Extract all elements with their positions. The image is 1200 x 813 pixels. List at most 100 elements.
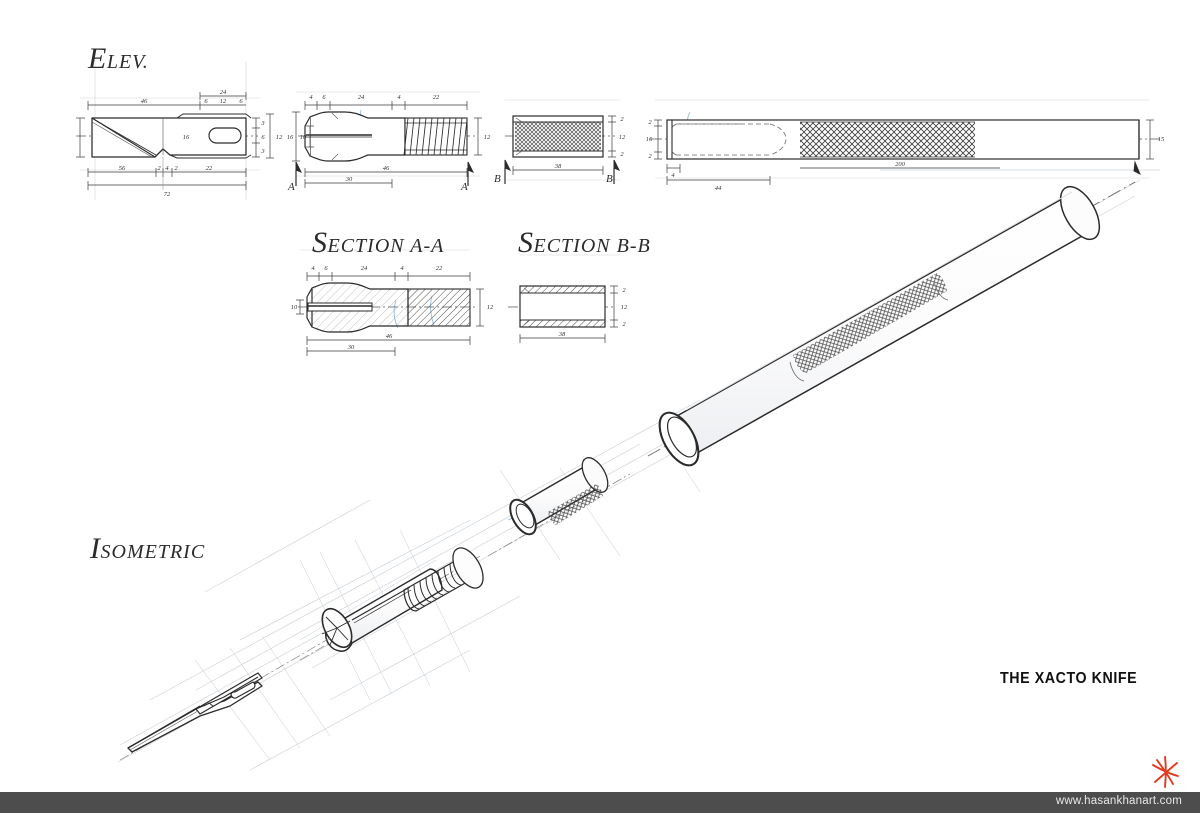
dim-handle-l16: 16	[646, 136, 653, 143]
dim-blade-top-6a: 6	[204, 98, 208, 105]
dim-collet-12: 12	[484, 134, 491, 141]
footer-website-url: www.hasankhanart.com	[1055, 795, 1182, 807]
dim-collet-top-4: 4	[309, 94, 313, 101]
dim-sbb-38: 38	[558, 331, 566, 338]
dim-blade-top-6b: 6	[239, 98, 243, 105]
dim-sleeve-38: 38	[554, 163, 562, 170]
isometric-collet	[299, 547, 484, 661]
section-b-cut-marks	[504, 159, 621, 184]
drawing-title: THE XACTO KNIFE	[1000, 670, 1138, 687]
blade-dimension-lines	[76, 92, 274, 190]
handle-bore	[666, 416, 698, 458]
dim-blade-r6: 6	[261, 134, 265, 141]
sleeve-dimension-lines	[512, 115, 616, 175]
dim-blade-r12: 12	[276, 134, 283, 141]
elevation-title-rest: LEV.	[106, 51, 149, 73]
isometric-handle	[647, 181, 1136, 467]
collet-dimension-lines	[292, 101, 482, 188]
dim-blade-bot-22: 22	[206, 165, 213, 172]
dim-saa-top-6: 6	[324, 265, 328, 272]
section-a-cut-marks	[295, 161, 475, 186]
dim-blade-16: 16	[183, 134, 190, 141]
dim-handle-200: 200	[895, 161, 906, 168]
dim-collet-16: 16	[287, 134, 294, 141]
asterisk-star-logo	[1152, 756, 1179, 788]
dim-handle-15: 15	[1158, 136, 1165, 143]
dim-saa-top-4: 4	[311, 265, 315, 272]
collet-elevation-view	[298, 111, 478, 162]
section-bb-view	[508, 285, 615, 328]
dim-saa-top-22: 22	[436, 265, 443, 272]
dim-blade-top-12: 12	[220, 98, 227, 105]
sleeve-wall-bottom	[519, 319, 606, 328]
dim-blade-bot-2b: 2	[174, 165, 178, 172]
isometric-sleeve	[487, 457, 631, 557]
dim-sbb-12: 12	[621, 304, 628, 311]
ortho-construction-grid	[80, 60, 1150, 256]
dim-collet-top-22: 22	[433, 94, 440, 101]
dim-blade-r3b: 3	[260, 148, 265, 155]
dim-collet-10: 10	[300, 134, 307, 141]
dim-collet-top-4b: 4	[397, 94, 401, 101]
dim-sleeve-2a: 2	[620, 116, 624, 123]
dim-sleeve-2b: 2	[620, 151, 624, 158]
section-mark-a-right: A	[460, 181, 468, 193]
dim-saa-bot-46: 46	[386, 333, 393, 340]
iso-blade-slot	[230, 681, 256, 699]
section-mark-b-left: B	[494, 173, 501, 185]
thread-section-hatch	[407, 288, 471, 327]
handle-far-end	[1059, 185, 1101, 241]
dim-blade-r3a: 3	[260, 120, 265, 127]
sleeve-iso-knurl	[548, 484, 603, 525]
dim-handle-l2a: 2	[648, 119, 652, 126]
handle-iso-knurl	[793, 273, 947, 373]
dim-handle-l2b: 2	[648, 153, 652, 160]
dim-handle-44: 44	[715, 185, 722, 192]
section-aa-title-rest: ECTION A-A	[327, 235, 445, 257]
dim-blade-bot-56: 56	[119, 165, 126, 172]
section-mark-b-right: B	[606, 173, 613, 185]
section-aa-view	[298, 282, 478, 333]
dim-sbb-2b: 2	[622, 321, 626, 328]
dim-saa-top-24: 24	[361, 265, 368, 272]
section-bb-dimension-lines	[519, 285, 618, 343]
handle-knurl-field	[800, 122, 975, 157]
collet-bore	[307, 302, 373, 312]
dim-saa-top-4b: 4	[400, 265, 404, 272]
view-title-isometric: ISOMETRIC	[90, 532, 205, 566]
sleeve-elevation-view	[505, 115, 615, 158]
dim-blade-bot-4: 4	[165, 165, 169, 172]
view-title-elevation: ELEV.	[88, 42, 149, 76]
sleeve-knurl-field	[515, 122, 601, 151]
view-title-section-bb: SECTION B-B	[518, 226, 651, 260]
dim-saa-10: 10	[291, 304, 298, 311]
handle-elevation-view	[650, 119, 1160, 160]
blade-elevation-view	[76, 113, 258, 159]
dim-blade-bot-72: 72	[164, 191, 171, 198]
dim-collet-bot-46: 46	[383, 165, 390, 172]
collet-jaw-splits	[321, 616, 351, 646]
blade-slot	[208, 127, 242, 144]
dim-sleeve-12: 12	[619, 134, 626, 141]
sleeve-wall-top	[519, 285, 606, 294]
elevation-title-lead: E	[88, 42, 107, 75]
dim-saa-bot-30: 30	[347, 344, 355, 351]
footer-bar	[0, 792, 1200, 813]
section-aa-title-lead: S	[312, 226, 328, 259]
isometric-title-rest: SOMETRIC	[100, 541, 206, 563]
dim-sbb-2a: 2	[622, 287, 626, 294]
handle-dimension-lines	[654, 119, 1154, 185]
section-bb-title-lead: S	[518, 226, 534, 259]
dim-blade-bot-2a: 2	[157, 165, 161, 172]
section-mark-a-left: A	[287, 181, 295, 193]
dim-blade-top-46: 46	[141, 98, 148, 105]
view-title-section-aa: SECTION A-A	[312, 226, 444, 260]
section-aa-dimension-lines	[296, 272, 484, 356]
dim-collet-top-24: 24	[358, 94, 365, 101]
dim-saa-12: 12	[487, 304, 494, 311]
isometric-blade	[119, 637, 331, 761]
isometric-title-lead: I	[90, 532, 101, 565]
dim-blade-top-24: 24	[220, 89, 227, 96]
